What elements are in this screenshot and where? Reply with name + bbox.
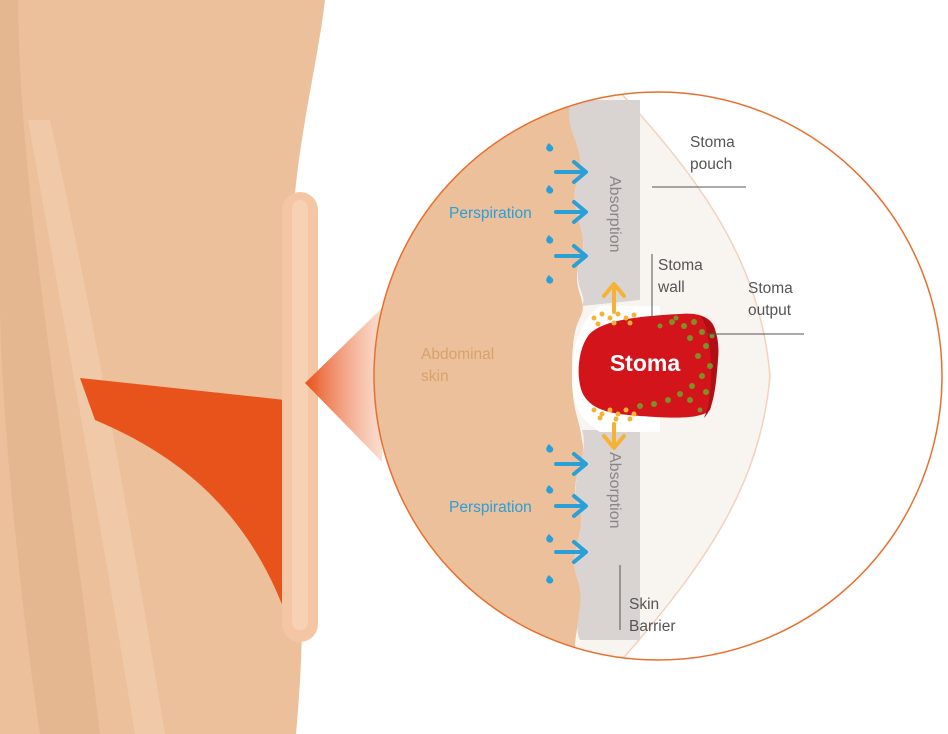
- abdominal-skin-region: [374, 92, 583, 662]
- body-silhouette: [0, 0, 325, 734]
- skin-barrier-upper: [569, 100, 640, 306]
- perspiration-label-upper: Perspiration: [449, 205, 532, 222]
- skin-barrier-line1: Skin: [629, 596, 659, 613]
- stoma-pouch-line2: pouch: [690, 156, 732, 173]
- stoma-pouch-line1: Stoma: [690, 134, 735, 151]
- stoma-wall-line2: wall: [657, 279, 685, 296]
- stoma-output-line1: Stoma: [748, 280, 793, 297]
- stoma-output-line2: output: [748, 302, 792, 319]
- absorption-label-upper: Absorption: [606, 176, 623, 253]
- stoma: Stoma: [579, 314, 719, 418]
- abdominal-skin-line1: Abdominal: [421, 346, 494, 363]
- stoma-wall-line1: Stoma: [658, 257, 703, 274]
- absorption-label-lower: Absorption: [606, 452, 623, 529]
- stoma-label: Stoma: [610, 350, 681, 376]
- abdominal-skin-line2: skin: [421, 368, 449, 385]
- perspiration-label-lower: Perspiration: [449, 499, 532, 516]
- skin-barrier-line2: Barrier: [629, 618, 676, 635]
